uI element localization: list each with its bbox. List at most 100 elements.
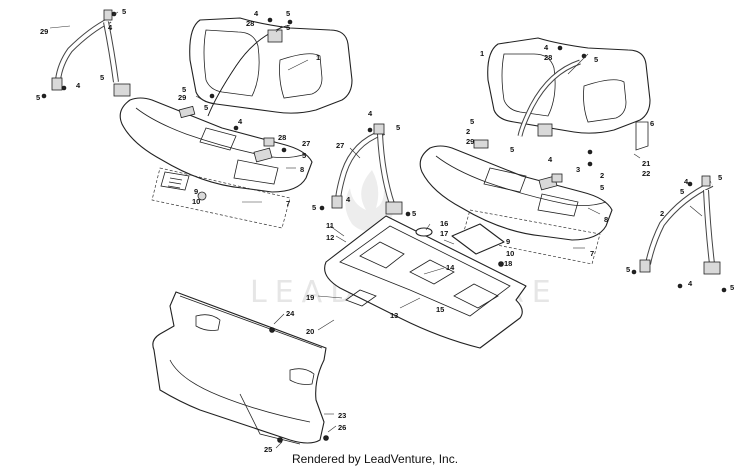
right-outboard-anchor xyxy=(639,259,651,273)
callout-4: 4 xyxy=(346,195,351,204)
right-seat-assembly xyxy=(419,37,651,265)
callout-5: 5 xyxy=(594,55,598,64)
callout-5: 5 xyxy=(730,283,734,292)
right-outboard-strap xyxy=(645,181,714,265)
right-cushion-seam xyxy=(435,155,607,206)
right-bracket-6 xyxy=(635,121,649,151)
right-cushion-pad-2 xyxy=(537,193,579,217)
floor-pan-recess-3 xyxy=(453,283,499,309)
fastener-26 xyxy=(323,435,329,441)
callout-20: 20 xyxy=(306,327,314,336)
left-label-lines xyxy=(167,177,183,189)
callout-24: 24 xyxy=(286,309,295,318)
callout-8: 8 xyxy=(604,215,608,224)
left-outboard-strap xyxy=(55,17,112,81)
callout-5: 5 xyxy=(396,123,400,132)
right-outboard-belt xyxy=(639,175,721,275)
plug-16 xyxy=(415,227,433,237)
callout-1: 1 xyxy=(480,49,484,58)
right-outboard-guide xyxy=(701,175,711,187)
left-belt-buckle xyxy=(253,147,273,163)
callout-3: 3 xyxy=(576,165,580,174)
callout-4: 4 xyxy=(108,23,113,32)
callout-28: 28 xyxy=(544,53,552,62)
callout-11: 11 xyxy=(326,221,334,230)
callout-23: 23 xyxy=(338,411,346,420)
rear-panel-lower xyxy=(239,393,301,445)
callout-15: 15 xyxy=(436,305,444,314)
fastener-25 xyxy=(277,437,283,443)
callout-2: 2 xyxy=(600,171,604,180)
rear-panel-top-edge xyxy=(179,295,323,349)
callout-4: 4 xyxy=(368,109,373,118)
left-cushion-pad xyxy=(199,127,237,151)
callout-5: 5 xyxy=(302,151,306,160)
rear-panel xyxy=(152,291,329,445)
callout-5: 5 xyxy=(122,7,126,16)
left-seat-assembly xyxy=(119,17,353,229)
rear-panel-slot-left xyxy=(195,314,221,331)
callout-5: 5 xyxy=(626,265,630,274)
callout-27: 27 xyxy=(302,139,310,148)
callout-10: 10 xyxy=(192,197,200,206)
callout-4: 4 xyxy=(688,279,693,288)
callout-26: 26 xyxy=(338,423,346,432)
leader-lines xyxy=(49,11,703,449)
fastener-18 xyxy=(498,261,504,267)
screws xyxy=(41,11,727,293)
callout-28: 28 xyxy=(246,19,254,28)
footer-credit: Rendered by LeadVenture, Inc. xyxy=(291,452,459,466)
callout-29: 29 xyxy=(40,27,48,36)
callout-5: 5 xyxy=(182,85,186,94)
callout-29: 29 xyxy=(178,93,186,102)
rear-panel-body xyxy=(152,291,327,444)
callout-5: 5 xyxy=(312,203,316,212)
callout-18: 18 xyxy=(504,259,512,268)
left-outboard-guide xyxy=(103,9,113,21)
callout-7: 7 xyxy=(286,199,290,208)
callout-5: 5 xyxy=(286,23,290,32)
callout-5: 5 xyxy=(204,103,208,112)
left-belt-latch xyxy=(178,105,196,119)
callout-4: 4 xyxy=(76,81,81,90)
callout-5: 5 xyxy=(600,183,604,192)
callout-16: 16 xyxy=(440,219,448,228)
floor-pan-recess-2 xyxy=(409,259,455,285)
callout-29: 29 xyxy=(466,137,474,146)
callout-4: 4 xyxy=(548,155,553,164)
callout-22: 22 xyxy=(642,169,650,178)
center-belt-guide xyxy=(373,123,385,135)
callout-1: 1 xyxy=(316,53,320,62)
right-seat-cushion xyxy=(419,145,613,241)
callout-28: 28 xyxy=(278,133,286,142)
flame-logo-icon xyxy=(345,170,394,231)
left-seat-cushion xyxy=(119,97,313,193)
left-outboard-belt xyxy=(51,9,131,97)
callout-4: 4 xyxy=(684,177,689,186)
left-outboard-retractor xyxy=(113,83,131,97)
callout-labels: 5 4 29 5 4 5 4 5 28 5 1 5 29 5 4 28 27 5… xyxy=(36,7,734,454)
callout-4: 4 xyxy=(254,9,259,18)
left-outboard-anchor xyxy=(51,77,63,91)
left-nut-10 xyxy=(197,191,207,201)
rear-panel-contour xyxy=(169,359,311,423)
center-belt-retractor xyxy=(385,201,403,215)
callout-17: 17 xyxy=(440,229,448,238)
access-panel-17 xyxy=(451,223,505,255)
callout-25: 25 xyxy=(264,445,272,454)
right-backrest-panel xyxy=(501,53,556,117)
callout-2: 2 xyxy=(466,127,470,136)
callout-10: 10 xyxy=(506,249,514,258)
callout-9: 9 xyxy=(506,237,510,246)
right-belt-latch xyxy=(473,139,489,149)
callout-8: 8 xyxy=(300,165,304,174)
center-belt-anchor xyxy=(331,195,343,209)
callout-5: 5 xyxy=(36,93,40,102)
callout-7: 7 xyxy=(590,249,594,258)
callout-27: 27 xyxy=(336,141,344,150)
rear-panel-slot-right xyxy=(289,368,315,385)
callout-14: 14 xyxy=(446,263,455,272)
callout-19: 19 xyxy=(306,293,314,302)
floor-bracket-19 xyxy=(345,289,377,307)
